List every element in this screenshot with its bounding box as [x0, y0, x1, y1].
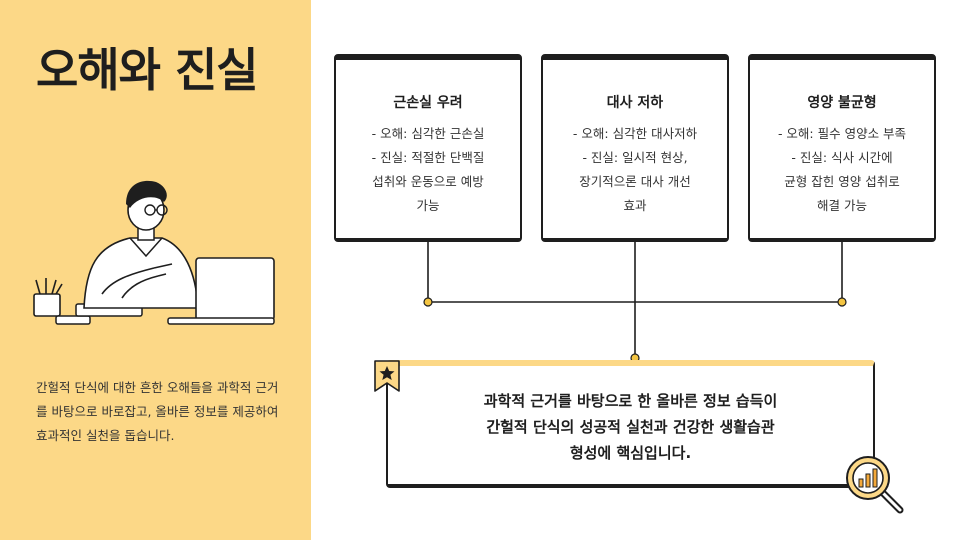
- page-title: 오해와 진실: [36, 43, 259, 97]
- card-title: 대사 저하: [606, 95, 664, 111]
- card-body: - 오해: 심각한 대사저하 - 진실: 일시적 현상, 장기적으론 대사 개선…: [572, 126, 698, 213]
- card-title: 근손실 우려: [393, 95, 463, 111]
- left-panel: 오해와 진실: [0, 0, 311, 540]
- summary-box: 과학적 근거를 바탕으로 한 올바른 정보 습득이 간헐적 단식의 성공적 실천…: [386, 360, 875, 488]
- myth-card-nutrition: 영양 불균형 - 오해: 필수 영양소 부족 - 진실: 식사 시간에 균형 잡…: [748, 54, 936, 242]
- summary-text: 과학적 근거를 바탕으로 한 올바른 정보 습득이 간헐적 단식의 성공적 실천…: [483, 392, 778, 462]
- myth-card-metabolism: 대사 저하 - 오해: 심각한 대사저하 - 진실: 일시적 현상, 장기적으론…: [541, 54, 729, 242]
- man-at-laptop-illustration: [33, 180, 275, 325]
- card-title: 영양 불균형: [807, 95, 877, 111]
- myth-card-muscle-loss: 근손실 우려 - 오해: 심각한 근손실 - 진실: 적절한 단백질 섭취와 운…: [334, 54, 522, 242]
- connector-dot-left: [423, 297, 433, 307]
- magnifier-chart-icon: [846, 456, 904, 514]
- star-bookmark-icon: [374, 360, 400, 392]
- card-body: - 오해: 필수 영양소 부족 - 진실: 식사 시간에 균형 잡힌 영양 섭취…: [777, 126, 907, 213]
- intro-text: 간헐적 단식에 대한 흔한 오해들을 과학적 근거를 바탕으로 바로잡고, 올바…: [36, 380, 279, 443]
- connector-dot-right: [837, 297, 847, 307]
- card-body: - 오해: 심각한 근손실 - 진실: 적절한 단백질 섭취와 운동으로 예방 …: [371, 126, 485, 213]
